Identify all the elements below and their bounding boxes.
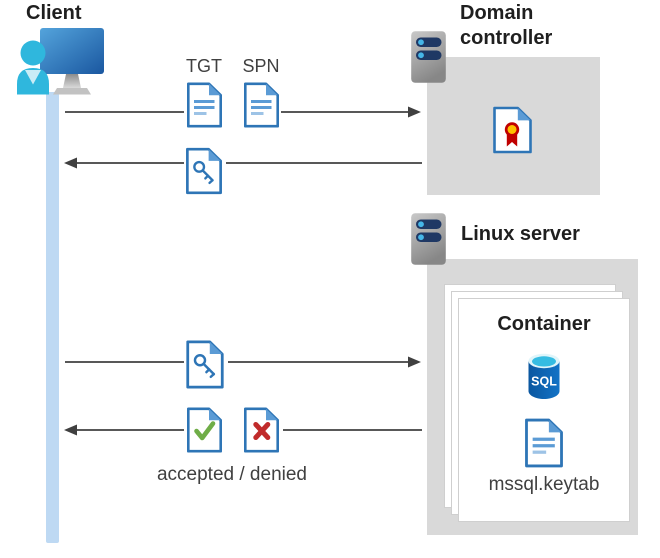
key-ticket-document-icon bbox=[185, 146, 223, 196]
accepted-denied-caption: accepted / denied bbox=[156, 464, 307, 485]
arrowhead-left-bottom bbox=[64, 424, 77, 436]
arrowhead-right-bottom bbox=[408, 356, 421, 368]
keytab-file-label: mssql.keytab bbox=[488, 474, 600, 495]
denied-document-icon bbox=[243, 407, 280, 453]
client-label: Client bbox=[26, 2, 82, 24]
user-workstation-icon bbox=[17, 28, 104, 95]
spn-document-icon bbox=[243, 82, 280, 128]
arrowhead-right-top bbox=[408, 106, 421, 118]
container-card bbox=[458, 298, 630, 522]
key-ticket-document-icon-2 bbox=[185, 340, 225, 389]
sql-text: SQL bbox=[531, 375, 557, 389]
person-head bbox=[20, 40, 46, 66]
accepted-document-icon bbox=[186, 407, 223, 453]
domain-controller-label-line1: Domain bbox=[460, 2, 534, 24]
domain-controller-server-icon bbox=[411, 31, 446, 83]
certificate-document-icon bbox=[493, 106, 532, 154]
domain-controller-label: Domain controller bbox=[460, 1, 552, 51]
spn-label: SPN bbox=[242, 56, 280, 76]
client-lifeline bbox=[46, 92, 59, 543]
sql-database-icon: SQL bbox=[528, 353, 560, 399]
linux-server-label: Linux server bbox=[461, 223, 580, 245]
container-label: Container bbox=[497, 313, 591, 335]
keytab-document-icon bbox=[524, 418, 564, 468]
arrowhead-left-top bbox=[64, 157, 77, 169]
tgt-label: TGT bbox=[186, 56, 222, 76]
domain-controller-label-line2: controller bbox=[460, 27, 553, 49]
linux-server-icon bbox=[411, 213, 446, 265]
tgt-document-icon bbox=[186, 82, 223, 128]
